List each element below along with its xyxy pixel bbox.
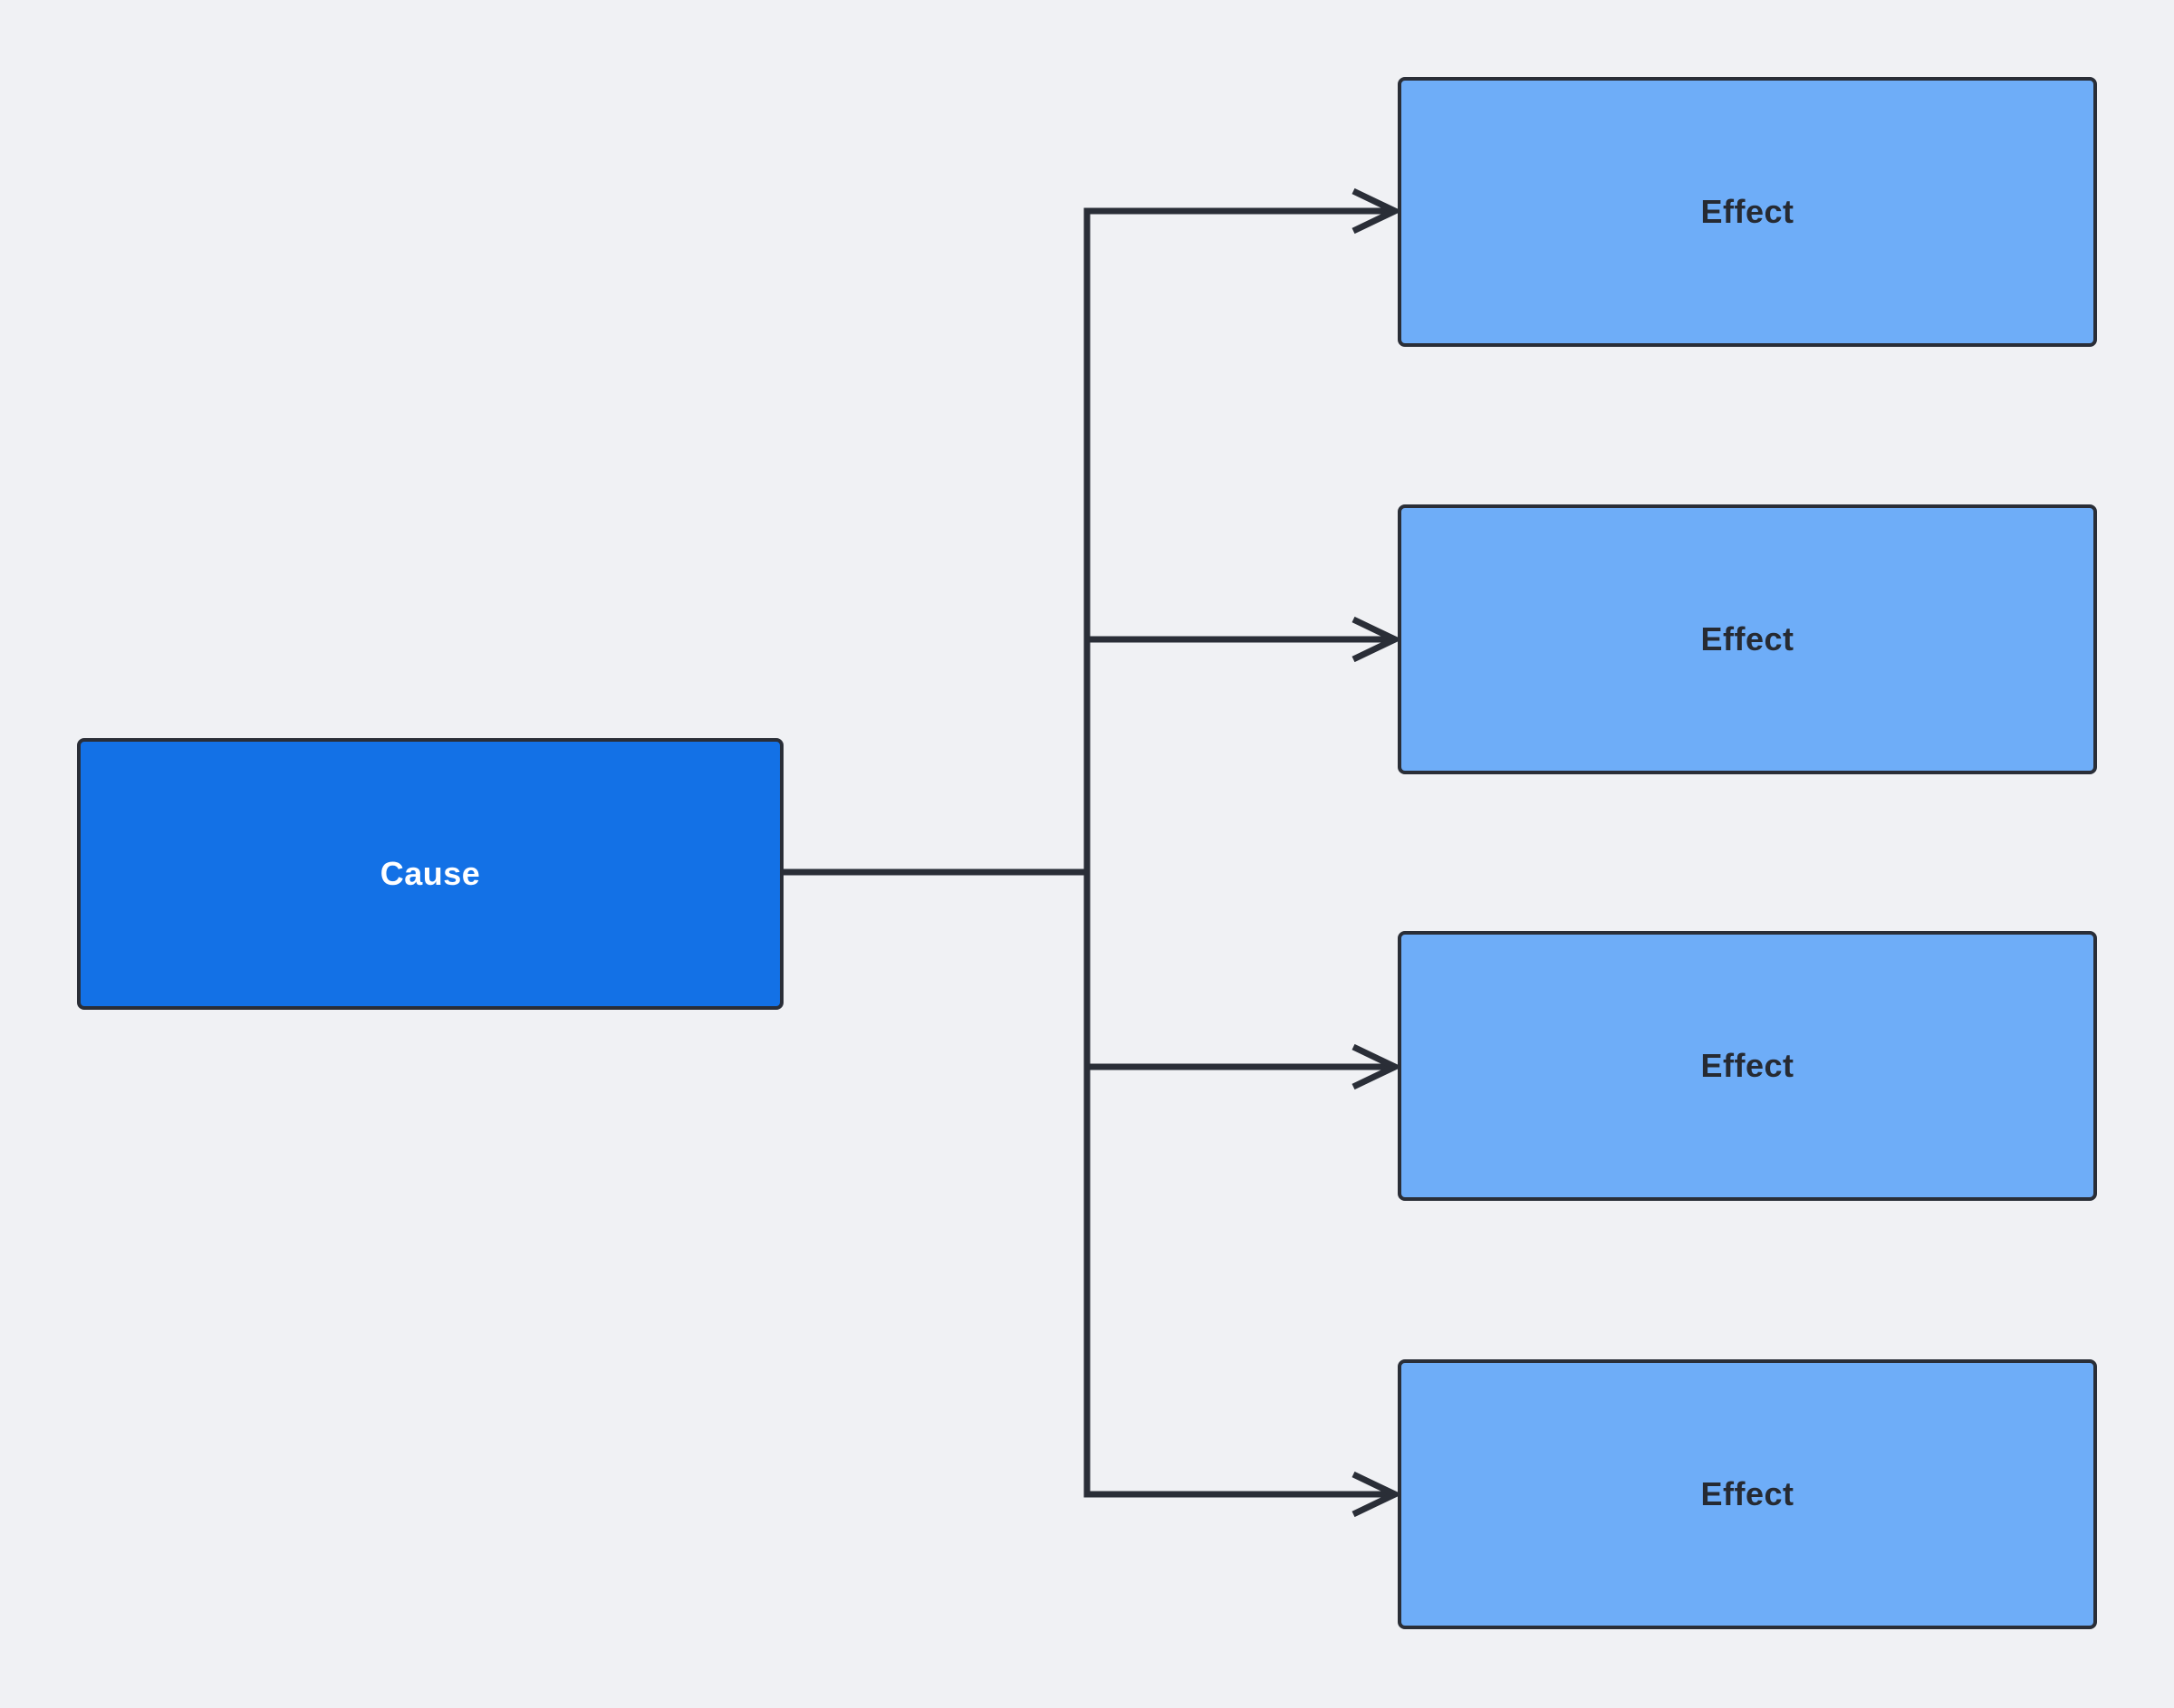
arrowhead-icon bbox=[1352, 616, 1403, 663]
arrowhead-icon bbox=[1352, 1043, 1403, 1090]
effect-node-3[interactable]: Effect bbox=[1398, 931, 2097, 1201]
arrowhead-icon bbox=[1352, 187, 1403, 235]
cause-node[interactable]: Cause bbox=[77, 738, 784, 1010]
cause-node-label: Cause bbox=[380, 855, 481, 892]
effect-node-2[interactable]: Effect bbox=[1398, 504, 2097, 774]
effect-node-label: Effect bbox=[1700, 1047, 1794, 1084]
effect-node-label: Effect bbox=[1700, 620, 1794, 657]
effect-node-label: Effect bbox=[1700, 1475, 1794, 1512]
effect-node-4[interactable]: Effect bbox=[1398, 1359, 2097, 1629]
effect-node-label: Effect bbox=[1700, 193, 1794, 230]
arrowhead-icon bbox=[1352, 1471, 1403, 1518]
connector-group bbox=[784, 187, 1403, 1518]
effect-node-1[interactable]: Effect bbox=[1398, 77, 2097, 347]
